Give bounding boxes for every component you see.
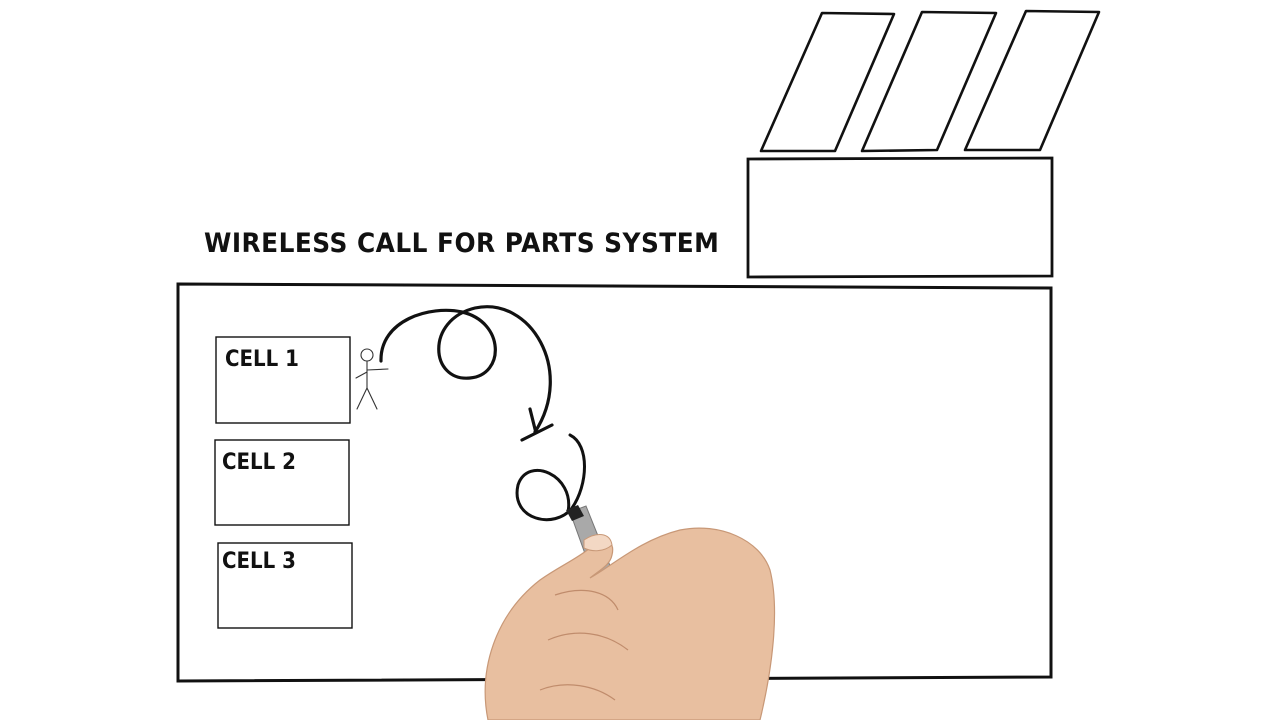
loop-scribble: [515, 433, 586, 522]
factory-roof-icon: [759, 9, 1101, 153]
cell-label-1: CELL 1: [225, 347, 299, 372]
factory-floor-box: [176, 282, 1053, 683]
factory-upper-box: [746, 156, 1054, 279]
cell-box-1: [215, 336, 351, 424]
loop-arrow-path: [379, 305, 552, 434]
cell-box-3: [217, 542, 353, 629]
diagram-title: WIRELESS CALL FOR PARTS SYSTEM: [204, 228, 720, 259]
stick-figure-icon: [355, 348, 389, 410]
cell-label-3: CELL 3: [222, 549, 296, 574]
cell-box-2: [214, 439, 350, 526]
arrow-head: [520, 407, 554, 442]
cell-label-2: CELL 2: [222, 450, 296, 475]
hand-with-marker-icon: [484, 505, 776, 720]
